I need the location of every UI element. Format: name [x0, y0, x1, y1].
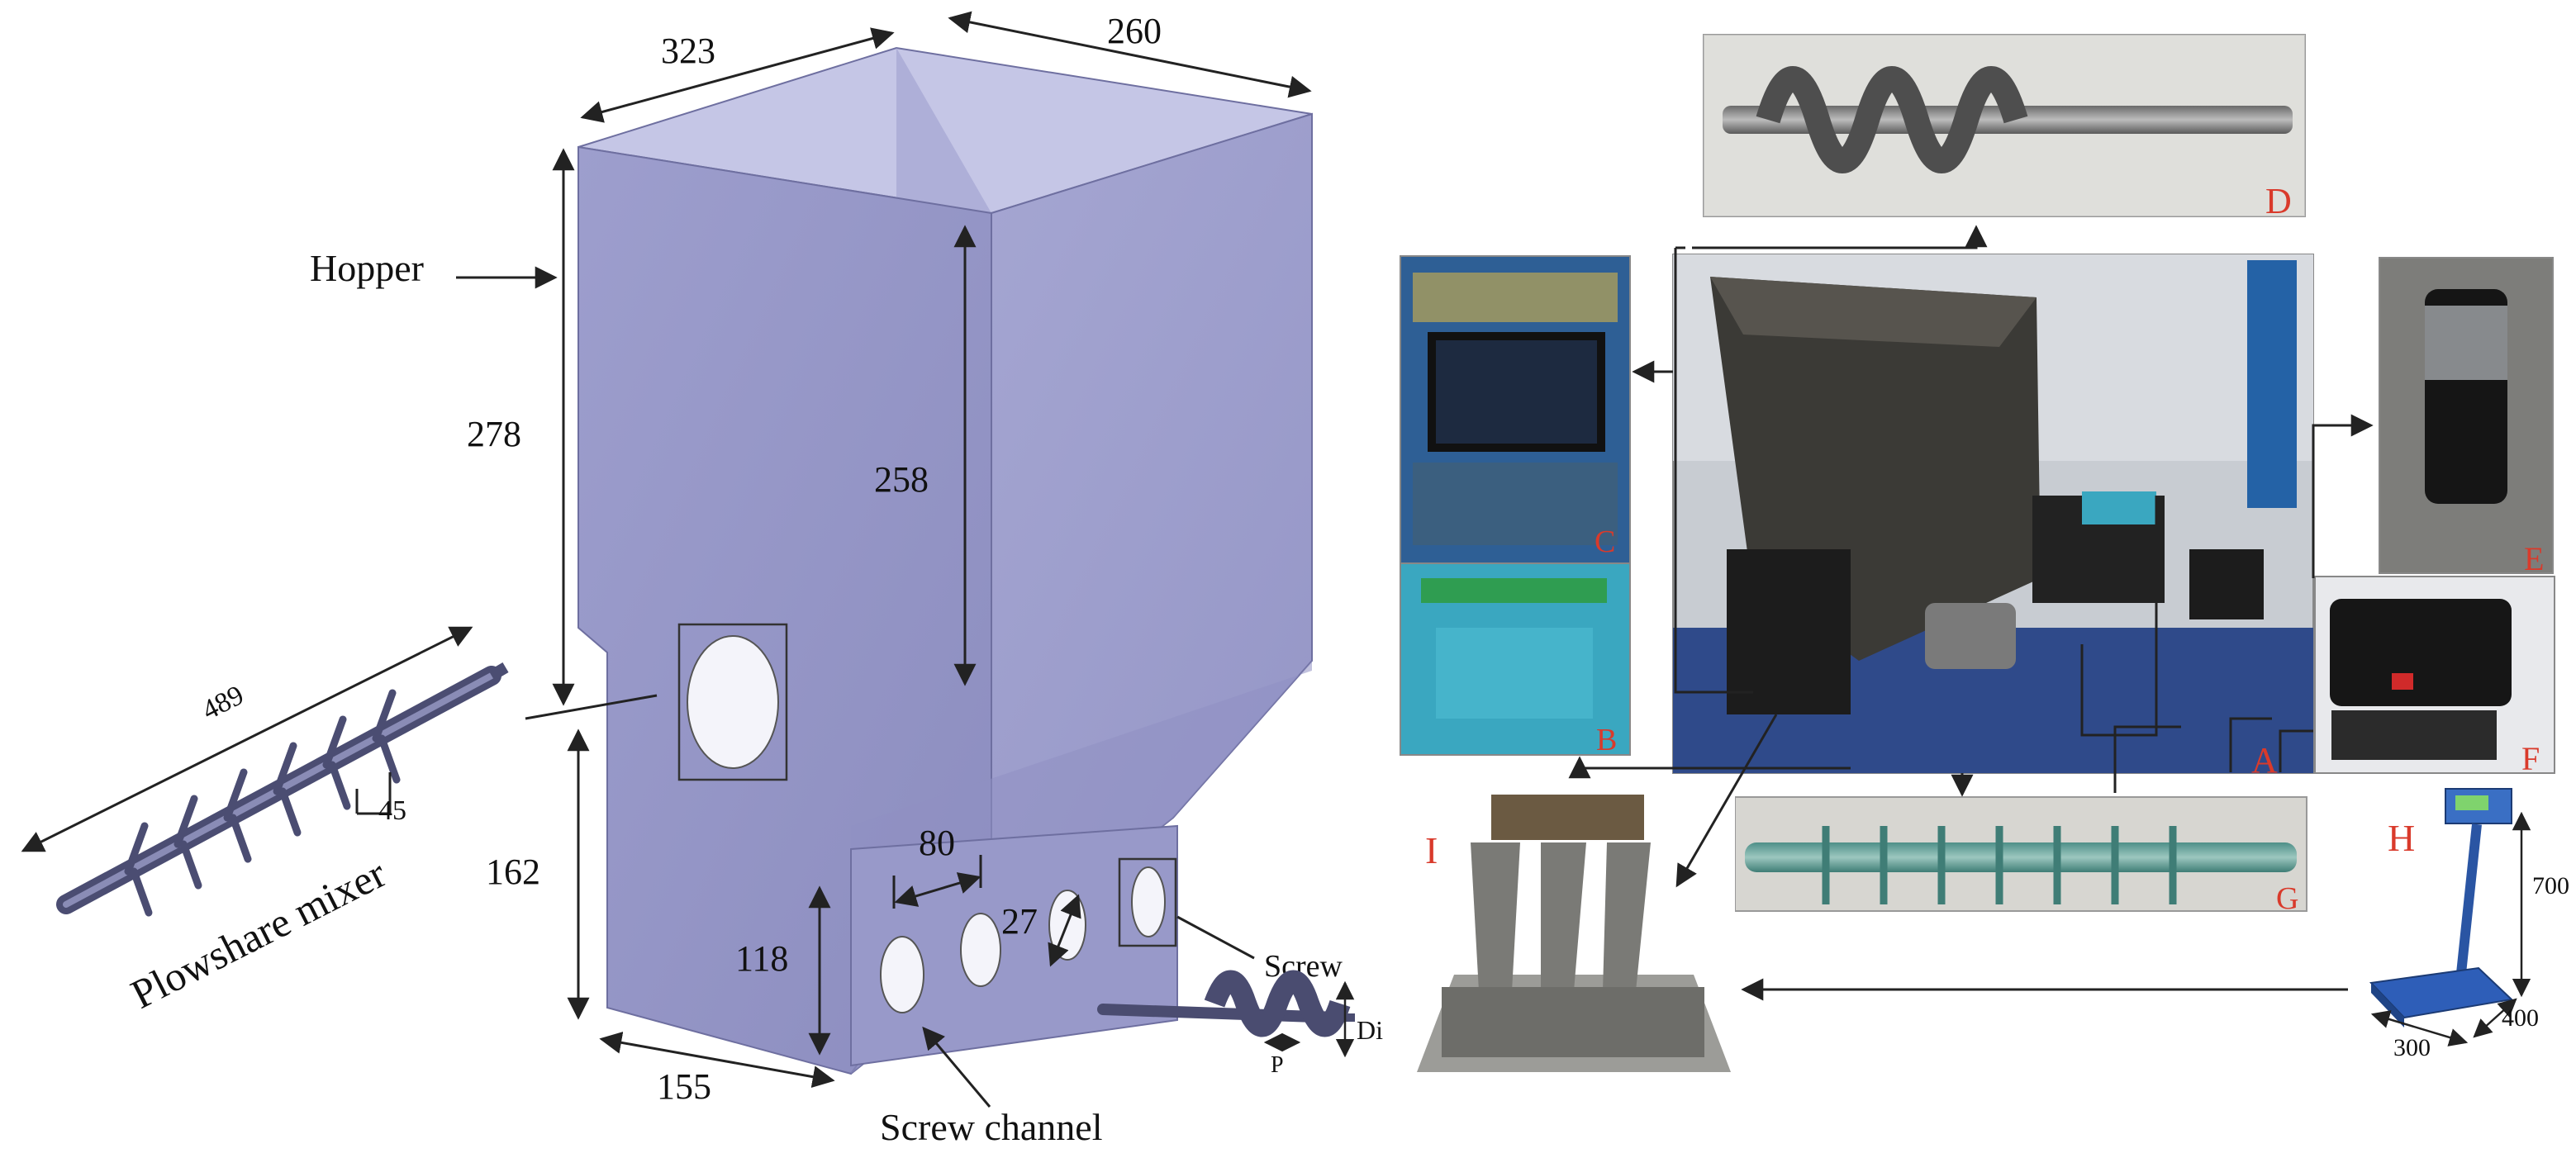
plowshare-mixer-model [56, 662, 509, 917]
letter-g: G [2276, 881, 2298, 916]
dim-260: 260 [1107, 11, 1162, 51]
dim-700: 700 [2532, 872, 2569, 899]
dim-258: 258 [874, 459, 929, 500]
dim-27: 27 [1001, 901, 1038, 942]
letter-b: B [1596, 723, 1617, 757]
photo-e-motor: E [2379, 257, 2554, 577]
scale-h [2369, 788, 2514, 1027]
photo-c-b-boards: C B [1400, 255, 1631, 757]
dim-400: 400 [2502, 1004, 2539, 1032]
dim-di: Di [1357, 1015, 1383, 1045]
letter-e: E [2524, 540, 2544, 577]
photo-d-screw: D [1703, 34, 2306, 221]
screw-dimensions [1263, 980, 1355, 1058]
dim-278: 278 [467, 414, 521, 454]
dim-80: 80 [919, 823, 955, 863]
letter-f: F [2521, 740, 2540, 777]
label-hopper: Hopper [310, 247, 424, 289]
letter-h: H [2388, 817, 2415, 859]
dim-118: 118 [735, 938, 788, 979]
mixer-dimensions [21, 626, 473, 852]
letter-i: I [1425, 829, 1438, 871]
dim-323: 323 [661, 31, 715, 71]
hopper-model [577, 46, 1313, 1075]
dim-p: P [1271, 1052, 1284, 1078]
letter-c: C [1595, 524, 1615, 559]
dim-155: 155 [657, 1066, 711, 1107]
letter-a: A [2251, 740, 2278, 781]
hopper-dimension-labels: 323 260 278 258 162 118 155 80 27 [467, 11, 1162, 1107]
photo-g-mixer: G [1734, 796, 2307, 916]
photo-f-power: F [2314, 576, 2555, 777]
hopper-dimensions [456, 11, 1312, 1108]
dim-489: 489 [197, 680, 249, 726]
connector-lines [1568, 225, 2374, 1001]
photo-i-outlet: I [1404, 791, 1735, 1072]
scale-dimensions [2370, 811, 2531, 1046]
label-screw-channel: Screw channel [880, 1106, 1103, 1148]
label-plowshare-mixer: Plowshare mixer [124, 850, 393, 1018]
letter-d: D [2265, 181, 2292, 221]
dim-45: 45 [378, 795, 406, 826]
photo-a-apparatus: A [1672, 254, 2314, 781]
dim-300: 300 [2393, 1034, 2431, 1061]
dim-162: 162 [486, 852, 540, 892]
